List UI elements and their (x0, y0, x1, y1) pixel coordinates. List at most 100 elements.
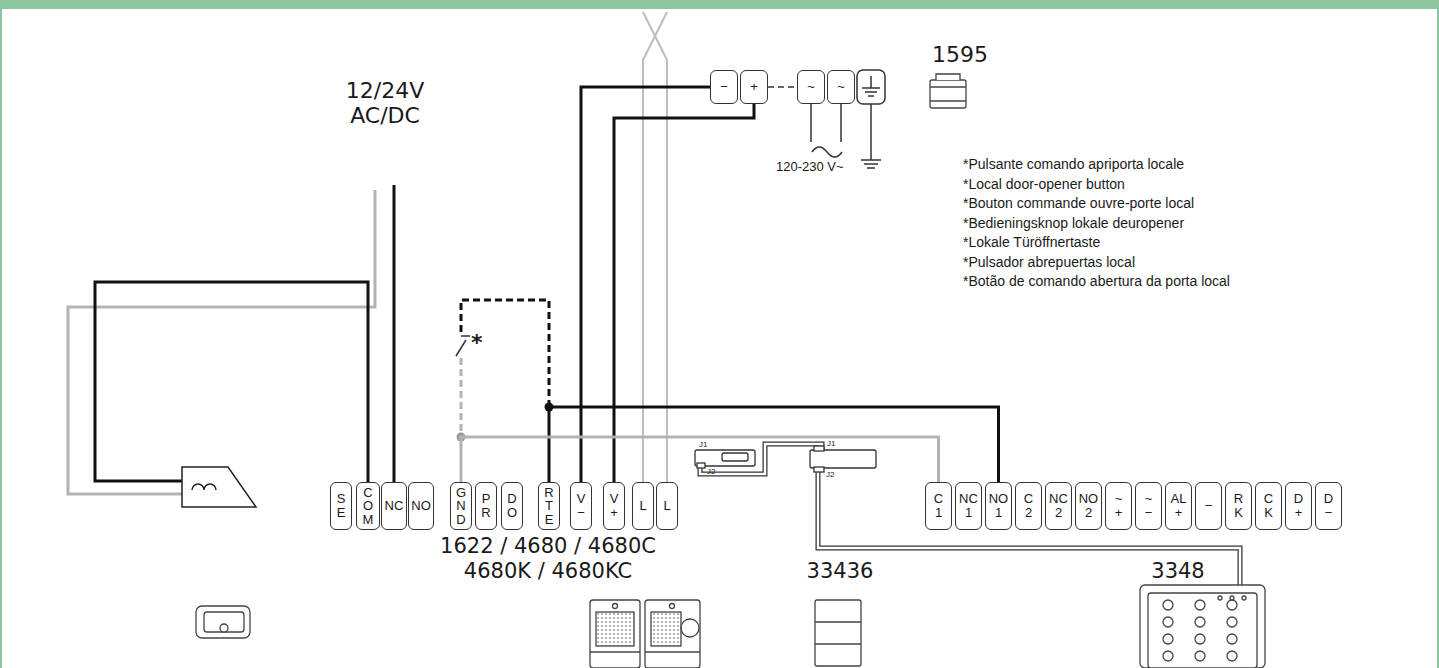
terminal-label: ~− (1143, 492, 1154, 519)
ribbon-cable (700, 444, 1240, 585)
footnote: *Lokale Türöffnertaste (963, 234, 1100, 250)
terminal-box: NO1 (985, 482, 1012, 530)
footnote: *Pulsante comando apriporta locale (963, 156, 1184, 172)
door-lock-icon-part (196, 606, 250, 638)
terminal-text-stack: RTE (543, 486, 554, 527)
terminal-text-stack: + (750, 80, 758, 94)
terminal-label: + (750, 80, 758, 94)
electric-lock-symbol-part (182, 467, 256, 507)
terminal-label: NO (411, 499, 431, 513)
keypad-module-icon-part (1227, 617, 1237, 627)
terminal-text-stack: ~ (807, 80, 815, 94)
interface-board-part (722, 453, 748, 461)
terminal-text-stack: RK (1233, 492, 1244, 519)
terminal-label: D− (1323, 492, 1334, 519)
terminal-label: DO (506, 492, 517, 519)
terminal-text-stack: GND (455, 486, 466, 527)
footnote: *Bouton commande ouvre-porte local (963, 195, 1194, 211)
door-lock-icon-part (220, 624, 228, 632)
terminal-label: D+ (1293, 492, 1304, 519)
terminal-label: NC2 (1048, 492, 1069, 519)
terminal-label: V+ (608, 492, 619, 519)
keypad-module-icon-part (1195, 651, 1205, 661)
wire (461, 437, 939, 482)
interface-board-part (814, 467, 824, 472)
door-opener-button (456, 300, 549, 437)
terminal-label: CK (1263, 492, 1274, 519)
terminal-text-stack: V+ (608, 492, 619, 519)
power-supply-icon (930, 74, 966, 108)
audio-module-icon-part (596, 612, 634, 646)
keypad-module-icon-part (1195, 634, 1205, 644)
terminal-text-stack: NC (385, 499, 404, 513)
terminal-label: COM (362, 486, 373, 527)
terminal-text-stack: NO1 (988, 492, 1009, 519)
terminal-box: − (710, 70, 738, 104)
audio-module-icon-part (613, 604, 618, 609)
power-supply-terminals-part (811, 104, 841, 142)
part-number: 33436 (807, 559, 874, 583)
terminal-label: V− (575, 492, 586, 519)
keypad-module-icon-part (1227, 600, 1237, 610)
audio-module-icon-part (645, 600, 700, 668)
audio-module-icon-part (670, 604, 675, 609)
terminal-box: ~+ (1105, 482, 1132, 530)
terminal-label: NO2 (1078, 492, 1099, 519)
interface-board-part (697, 463, 705, 468)
terminal-label: C1 (933, 492, 944, 519)
frame-bar (0, 0, 2, 668)
part-number: 1622 / 4680 / 4680C (440, 534, 656, 558)
terminal-label: SE (335, 492, 346, 519)
terminal-box: C2 (1015, 482, 1042, 530)
terminal-text-stack: CK (1263, 492, 1274, 519)
terminal-text-stack: COM (362, 486, 373, 527)
door-lock-icon-part (204, 612, 244, 632)
lock-wire-part (393, 185, 396, 482)
terminal-box: D− (1315, 482, 1342, 530)
push-button-module-icon (815, 600, 861, 666)
terminal-box: NC1 (955, 482, 982, 530)
keypad-module-icon-part (1163, 600, 1173, 610)
wire (614, 104, 754, 482)
keypad-module-icon-part (1195, 600, 1205, 610)
terminal-label: C2 (1023, 492, 1034, 519)
terminal-box: ~− (1135, 482, 1162, 530)
ribbon-cable-part (818, 468, 1240, 585)
terminal-box: DO (501, 482, 523, 530)
footnote: *Botão de comando abertura da porta loca… (963, 273, 1230, 289)
wire (581, 87, 724, 482)
terminal-label: − (720, 80, 728, 94)
audio-module-icon-part (645, 651, 700, 652)
keypad-module-icon-part (1230, 596, 1234, 600)
lock-wire (68, 185, 394, 494)
wire (549, 407, 999, 482)
terminal-box: − (1195, 482, 1222, 530)
supply-label: 1595 (932, 42, 988, 67)
terminal-text-stack: NC1 (958, 492, 979, 519)
terminal-box: RTE (538, 482, 560, 530)
terminal-text-stack: − (720, 80, 728, 94)
terminal-box: L (632, 482, 654, 530)
door-opener-button-part (461, 300, 549, 407)
keypad-module-icon-part (1242, 596, 1246, 600)
terminal-text-stack: ~− (1143, 492, 1154, 519)
door-opener-button-part (456, 336, 470, 356)
terminal-label: NC1 (958, 492, 979, 519)
bus-wire (643, 12, 667, 482)
terminal-label: PR (480, 492, 491, 519)
terminal-label: NC (385, 499, 404, 513)
audio-module-icon-part (590, 651, 640, 652)
terminal-label: AL+ (1170, 492, 1187, 519)
terminal-box: NO2 (1075, 482, 1102, 530)
keypad-module-icon (1140, 585, 1265, 668)
frame-bar (0, 0, 1439, 9)
audio-module-icon-part (590, 600, 640, 668)
terminal-box: V− (570, 482, 592, 530)
interface-board-part (814, 446, 824, 451)
door-opener-button-part (460, 358, 463, 437)
terminal-text-stack: NC2 (1048, 492, 1069, 519)
terminal-box: C1 (925, 482, 952, 530)
keypad-module-icon-part (1148, 593, 1257, 668)
terminal-text-stack: C1 (933, 492, 944, 519)
